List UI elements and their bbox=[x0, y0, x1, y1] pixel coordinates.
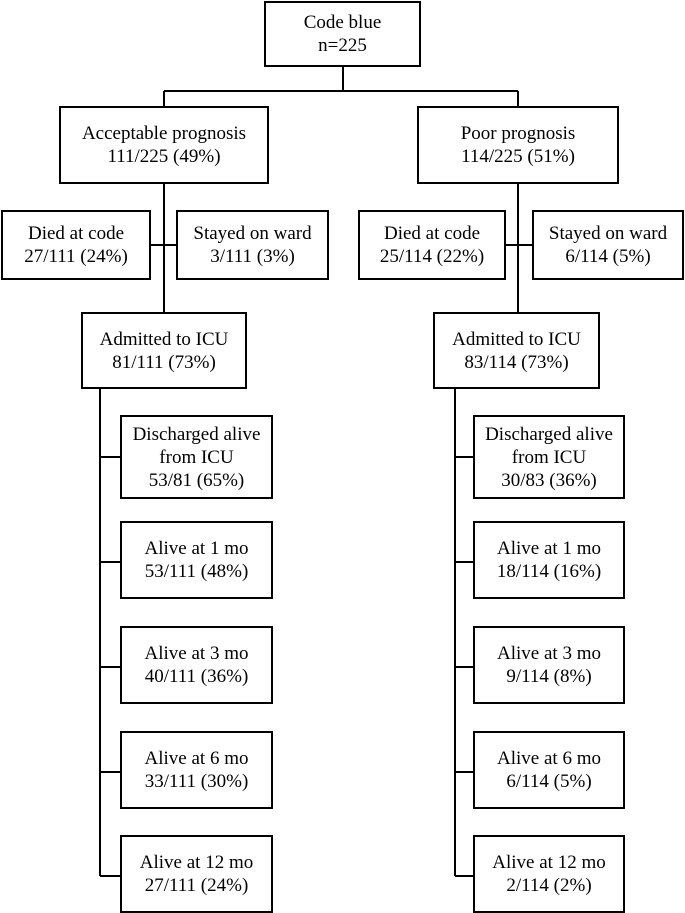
left-discharged-box: Discharged alive from ICU 53/81 (65%) bbox=[120, 415, 273, 499]
left-stayed-on-ward-box: Stayed on ward 3/111 (3%) bbox=[176, 210, 329, 280]
left-mo1-label: Alive at 1 mo bbox=[144, 538, 249, 559]
right-alive-1mo-box: Alive at 1 mo 18/114 (16%) bbox=[473, 521, 625, 599]
left-died-at-code-box: Died at code 27/111 (24%) bbox=[1, 210, 151, 280]
right-mo3-value: 9/114 (8%) bbox=[506, 666, 592, 687]
right-discharged-line1: Discharged alive bbox=[485, 423, 613, 445]
right-discharged-line2: from ICU bbox=[511, 446, 587, 468]
code-blue-title: Code blue bbox=[303, 12, 382, 33]
right-mo1-label: Alive at 1 mo bbox=[497, 538, 601, 559]
right-mo1-value: 18/114 (16%) bbox=[496, 561, 602, 582]
right-discharged-value: 30/83 (36%) bbox=[501, 469, 597, 491]
right-icu-value: 83/114 (73%) bbox=[464, 351, 569, 373]
poor-prognosis-label: Poor prognosis bbox=[460, 123, 576, 144]
left-mo12-value: 27/111 (24%) bbox=[144, 875, 249, 896]
right-alive-12mo-box: Alive at 12 mo 2/114 (2%) bbox=[473, 835, 625, 913]
left-mo1-value: 53/111 (48%) bbox=[144, 561, 249, 582]
right-ward-label: Stayed on ward bbox=[548, 223, 668, 244]
right-died-value: 25/114 (22%) bbox=[379, 246, 485, 267]
right-icu-label: Admitted to ICU bbox=[452, 328, 581, 350]
left-died-label: Died at code bbox=[27, 223, 124, 244]
code-blue-box: Code blue n=225 bbox=[264, 1, 421, 67]
left-discharged-line1: Discharged alive bbox=[132, 423, 261, 445]
left-alive-12mo-box: Alive at 12 mo 27/111 (24%) bbox=[120, 835, 273, 913]
right-mo3-label: Alive at 3 mo bbox=[497, 643, 601, 664]
left-ward-value: 3/111 (3%) bbox=[210, 246, 295, 267]
code-blue-count: n=225 bbox=[318, 35, 367, 56]
left-mo3-label: Alive at 3 mo bbox=[144, 643, 249, 664]
left-alive-3mo-box: Alive at 3 mo 40/111 (36%) bbox=[120, 626, 273, 704]
right-mo6-value: 6/114 (5%) bbox=[506, 771, 592, 792]
left-discharged-value: 53/81 (65%) bbox=[148, 469, 245, 491]
right-mo6-label: Alive at 6 mo bbox=[497, 748, 601, 769]
right-mo12-label: Alive at 12 mo bbox=[492, 852, 606, 873]
left-mo6-value: 33/111 (30%) bbox=[144, 771, 249, 792]
poor-prognosis-box: Poor prognosis 114/225 (51%) bbox=[417, 106, 619, 184]
acceptable-prognosis-value: 111/225 (49%) bbox=[107, 146, 221, 167]
right-alive-3mo-box: Alive at 3 mo 9/114 (8%) bbox=[473, 626, 625, 704]
left-icu-label: Admitted to ICU bbox=[99, 328, 229, 350]
left-alive-1mo-box: Alive at 1 mo 53/111 (48%) bbox=[120, 521, 273, 599]
left-admitted-icu-box: Admitted to ICU 81/111 (73%) bbox=[81, 312, 247, 389]
right-died-at-code-box: Died at code 25/114 (22%) bbox=[358, 210, 506, 280]
poor-prognosis-value: 114/225 (51%) bbox=[461, 146, 575, 167]
right-died-label: Died at code bbox=[383, 223, 480, 244]
acceptable-prognosis-label: Acceptable prognosis bbox=[81, 123, 247, 144]
left-alive-6mo-box: Alive at 6 mo 33/111 (30%) bbox=[120, 731, 273, 809]
left-discharged-line2: from ICU bbox=[159, 446, 234, 468]
left-mo6-label: Alive at 6 mo bbox=[144, 748, 249, 769]
right-stayed-on-ward-box: Stayed on ward 6/114 (5%) bbox=[532, 210, 684, 280]
left-died-value: 27/111 (24%) bbox=[24, 246, 128, 267]
acceptable-prognosis-box: Acceptable prognosis 111/225 (49%) bbox=[59, 106, 269, 184]
left-mo12-label: Alive at 12 mo bbox=[139, 852, 254, 873]
right-alive-6mo-box: Alive at 6 mo 6/114 (5%) bbox=[473, 731, 625, 809]
left-icu-value: 81/111 (73%) bbox=[112, 351, 216, 373]
left-mo3-value: 40/111 (36%) bbox=[144, 666, 249, 687]
left-ward-label: Stayed on ward bbox=[193, 223, 312, 244]
right-admitted-icu-box: Admitted to ICU 83/114 (73%) bbox=[433, 312, 600, 389]
right-mo12-value: 2/114 (2%) bbox=[506, 875, 592, 896]
right-ward-value: 6/114 (5%) bbox=[565, 246, 651, 267]
right-discharged-box: Discharged alive from ICU 30/83 (36%) bbox=[473, 415, 625, 499]
